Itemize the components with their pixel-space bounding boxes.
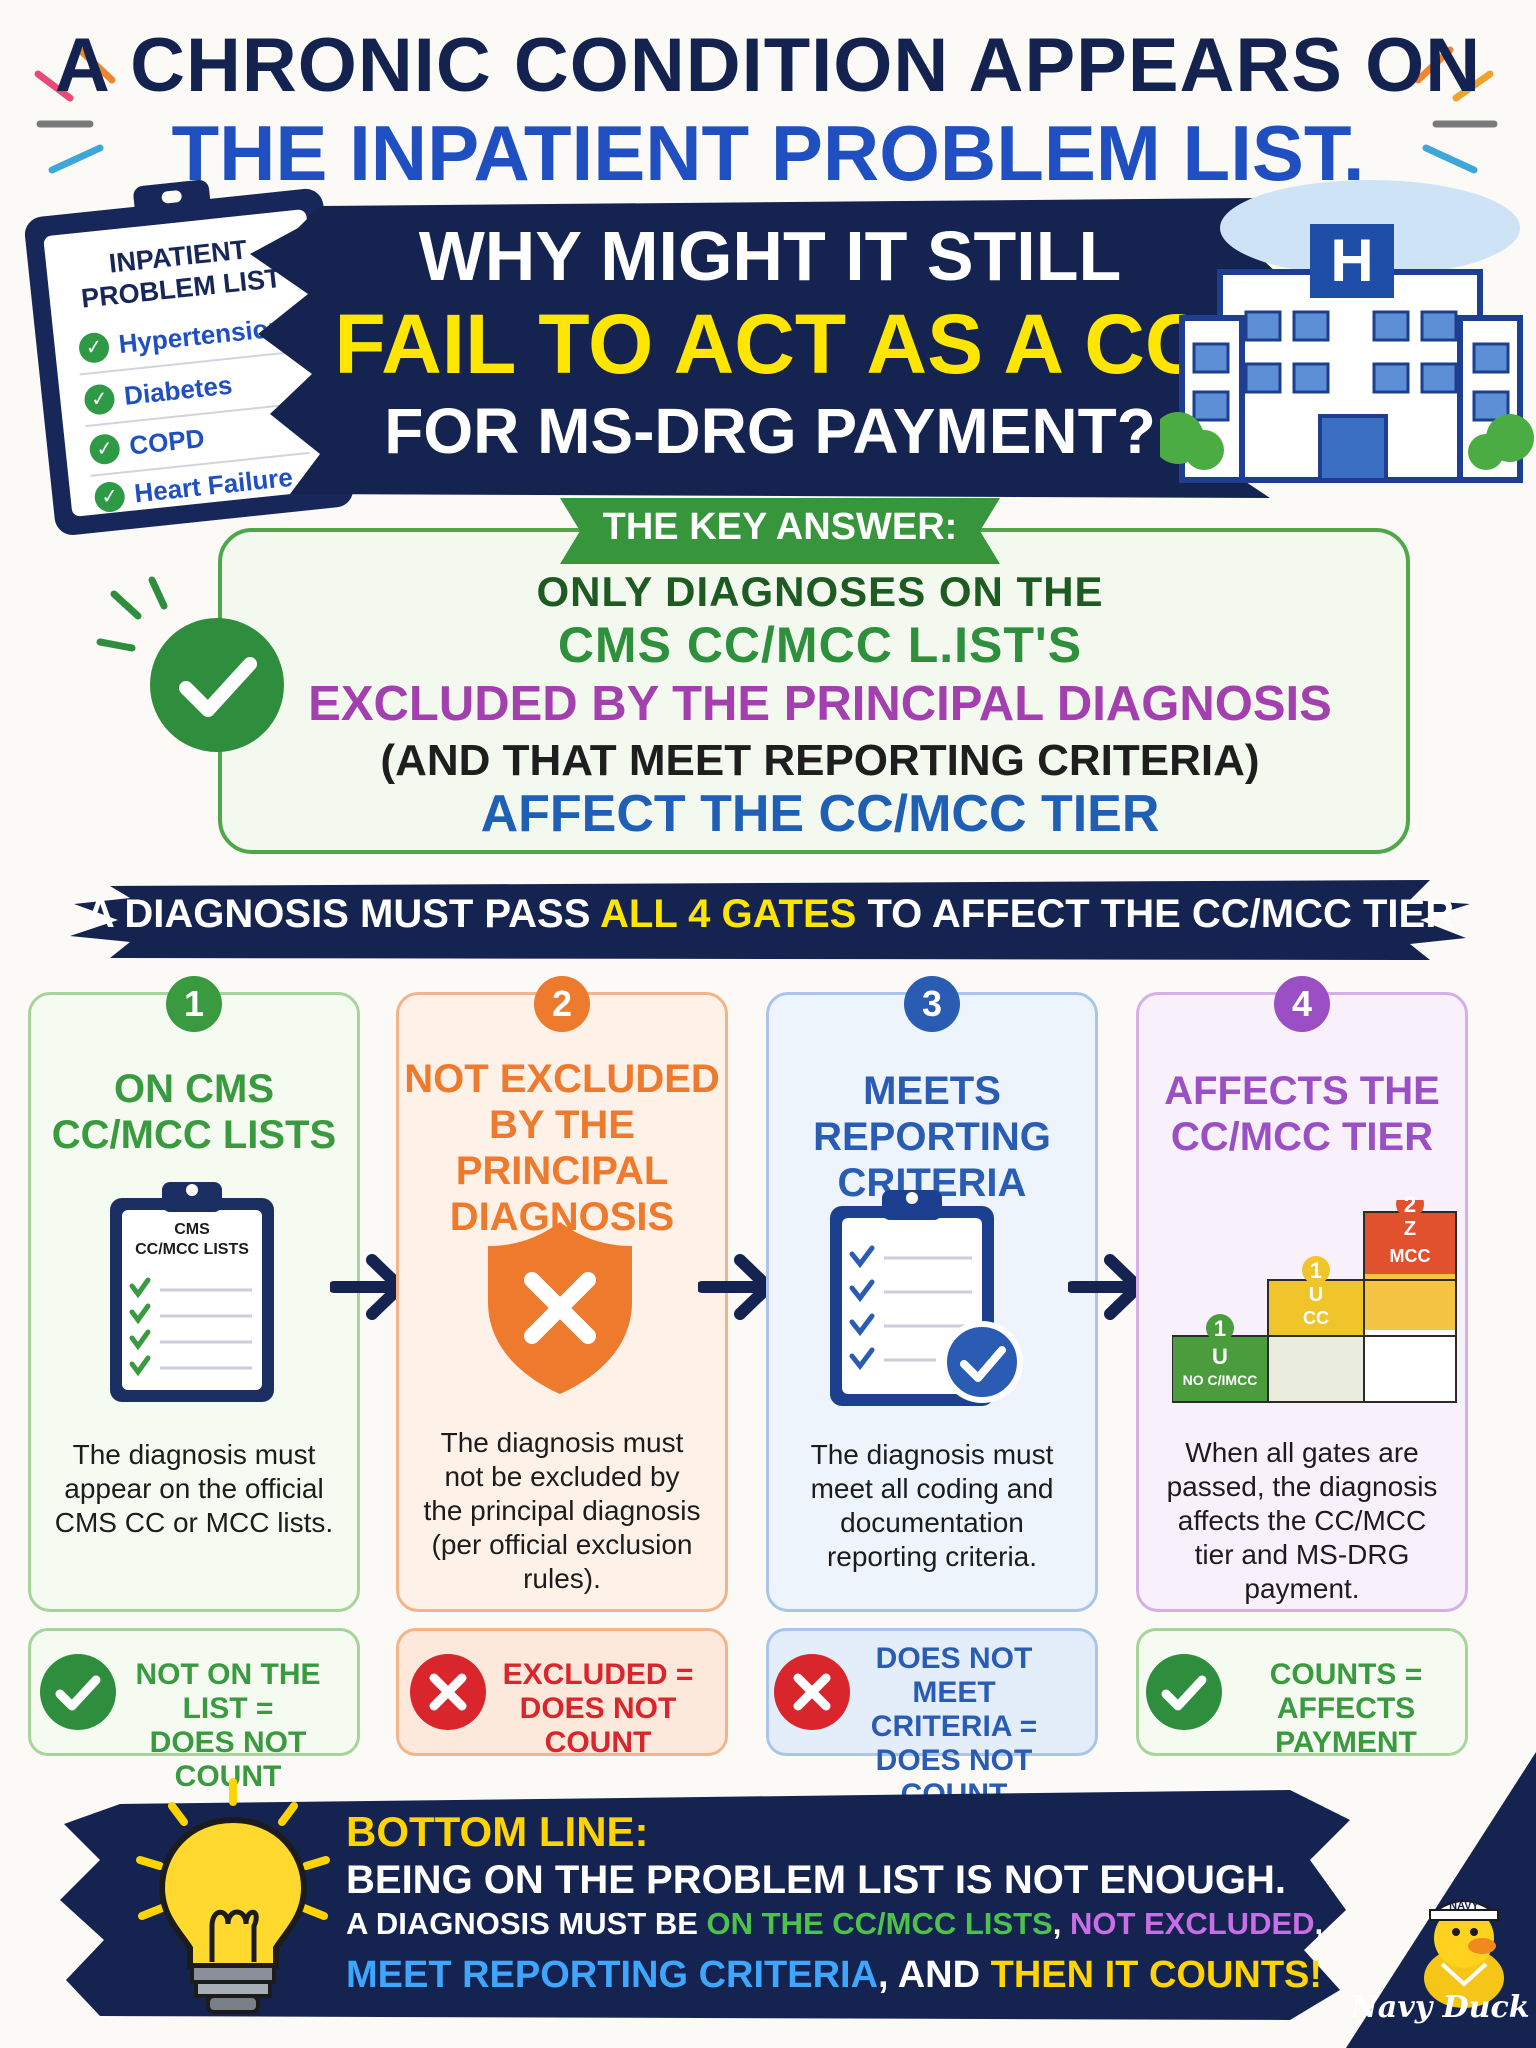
check-icon: ✓ — [77, 330, 111, 364]
question-line-3: FOR MS-DRG PAYMENT? — [384, 395, 1156, 467]
bottom-line-title: BOTTOM LINE: — [346, 1808, 649, 1855]
gate-4-number: 4 — [1274, 976, 1330, 1032]
bottom-line-text-1: BEING ON THE PROBLEM LIST IS NOT ENOUGH. — [346, 1858, 1287, 1902]
question-line-1: WHY MIGHT IT STILL — [418, 217, 1122, 295]
big-check-icon — [150, 618, 284, 752]
tier-steps-icon — [1172, 1200, 1457, 1403]
tier-mid-number: 1 — [1309, 1258, 1323, 1283]
hospital-sign: H — [1330, 227, 1374, 294]
gate-4-result-text: COUNTS =AFFECTS PAYMENT — [1269, 1658, 1423, 1759]
gate-2-number: 2 — [534, 976, 590, 1032]
reporting-checklist-icon — [830, 1190, 1023, 1406]
sparkle-rays-left — [34, 46, 116, 174]
check-icon: ✓ — [88, 432, 122, 466]
bottom-line-banner — [60, 1790, 1350, 2020]
x-icon — [774, 1654, 850, 1730]
gate-3-number: 3 — [904, 976, 960, 1032]
gate-1-number: 1 — [166, 976, 222, 1032]
excluded-shield-icon — [488, 1222, 632, 1394]
clipboard-clip-icon — [132, 178, 213, 227]
bottom-line-text-3: MEET REPORTING CRITERIA, AND THEN IT COU… — [346, 1954, 1323, 1996]
cms-list-clipboard-icon — [110, 1182, 274, 1402]
check-icon — [40, 1654, 116, 1730]
headline-line-2: THE INPATIENT PROBLEM LIST. — [171, 109, 1365, 197]
answer-line-5: AFFECT THE CC/MCC TIER — [480, 785, 1160, 843]
tier-low-sub: U — [1212, 1344, 1228, 1369]
tier-low-number: 1 — [1213, 1316, 1227, 1341]
check-icon: ✓ — [93, 479, 127, 513]
tier-high-label: MCC — [1389, 1246, 1431, 1266]
gate-3-result — [766, 1628, 1098, 1756]
answer-line-1: ONLY DIAGNOSES ON THE — [536, 568, 1104, 615]
hospital-icon — [1160, 180, 1534, 483]
tier-high-sub: Z — [1403, 1218, 1417, 1240]
answer-line-4: (AND THAT MEET REPORTING CRITERIA) — [380, 736, 1260, 785]
x-icon — [410, 1654, 486, 1730]
mascot-name: Navy Duck — [1350, 1990, 1530, 2025]
gate-1-result-text: NOT ON THE LIST =DOES NOT COUNT — [135, 1658, 321, 1793]
tier-mid-label: CC — [1303, 1308, 1329, 1328]
question-line-2: FAIL TO ACT AS A CC — [334, 297, 1206, 391]
gates-banner-label: A DIAGNOSIS MUST PASS ALL 4 GATES TO AFF… — [85, 892, 1455, 936]
key-answer-tab — [560, 498, 1000, 564]
key-answer-tab-label: THE KEY ANSWER: — [602, 506, 958, 548]
tier-low-label: NO C/IMCC — [1182, 1372, 1258, 1388]
tier-high-number: 2 — [1403, 1192, 1417, 1217]
check-icon — [1146, 1654, 1222, 1730]
answer-line-2: CMS CC/MCC L.IST'S — [557, 617, 1083, 673]
sparkle-rays-right — [1414, 46, 1498, 174]
answer-line-3: EXCLUDED BY THE PRINCIPAL DIAGNOSIS — [308, 677, 1332, 731]
mascot-hat-text: NAVY — [1449, 1900, 1479, 1912]
lightbulb-icon — [136, 1778, 330, 2014]
headline-line-1: A CHRONIC CONDITION APPEARS ON — [54, 23, 1482, 108]
check-icon: ✓ — [82, 382, 116, 416]
check-sparkle-rays — [96, 576, 168, 652]
bottom-line-text-2: A DIAGNOSIS MUST BE ON THE CC/MCC LISTS,… — [346, 1906, 1324, 1941]
gates-banner — [70, 880, 1470, 960]
mascot-corner — [1346, 1752, 1536, 2048]
question-banner — [250, 198, 1290, 498]
tier-mid-sub: U — [1308, 1284, 1324, 1306]
gate-2-result-text: EXCLUDED =DOES NOT COUNT — [502, 1658, 694, 1759]
